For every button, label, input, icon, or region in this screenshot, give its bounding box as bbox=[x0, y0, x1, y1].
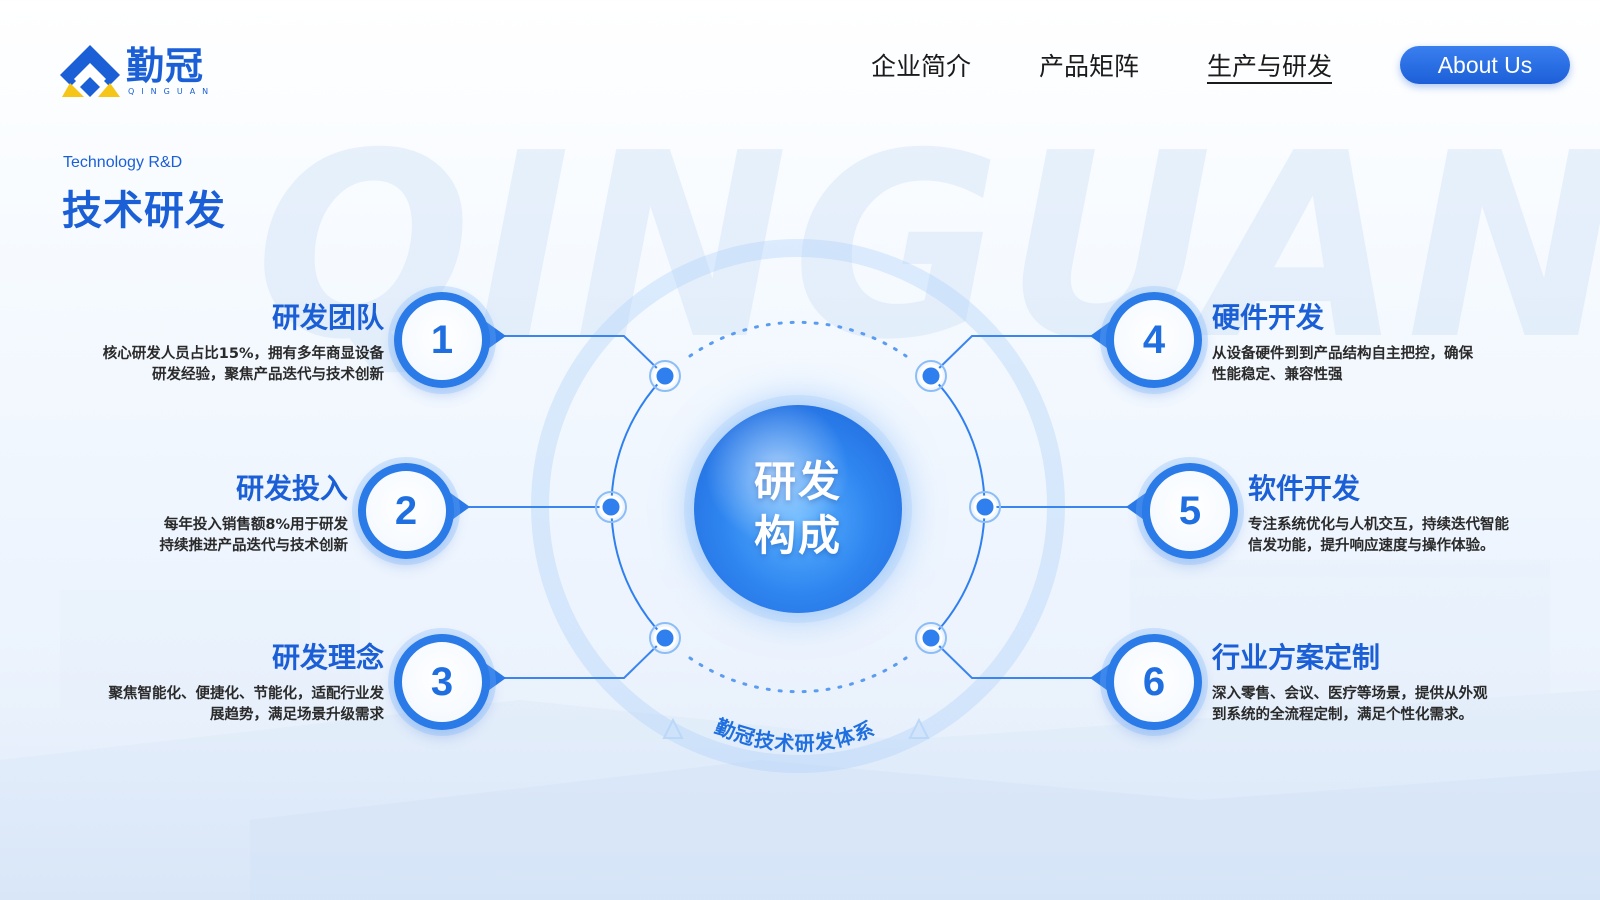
badge-6: 6 bbox=[1106, 634, 1202, 730]
item-title: 研发理念 bbox=[271, 641, 384, 674]
logo-subtitle: QINGUAN bbox=[128, 87, 216, 96]
item-description-line: 专注系统优化与人机交互，持续迭代智能 bbox=[1248, 517, 1509, 533]
rd-item-team: 研发团队 核心研发人员占比15%，拥有多年商显设备 研发经验，聚焦产品迭代与技术… bbox=[44, 300, 384, 386]
item-description-line: 每年投入销售额8%用于研发 bbox=[163, 517, 348, 533]
about-us-button[interactable]: About Us bbox=[1400, 46, 1570, 84]
logo-emblem-icon bbox=[60, 45, 120, 97]
badge-number: 1 bbox=[430, 317, 454, 362]
item-description: 专注系统优化与人机交互，持续迭代智能 信发功能，提升响应速度与操作体验。 bbox=[1248, 515, 1588, 557]
badge-4: 4 bbox=[1106, 292, 1202, 388]
rd-item-industry-solution: 行业方案定制 深入零售、会议、医疗等场景，提供从外观 到系统的全流程定制，满足个… bbox=[1212, 640, 1552, 726]
item-description: 核心研发人员占比15%，拥有多年商显设备 研发经验，聚焦产品迭代与技术创新 bbox=[44, 344, 384, 386]
logo-wordmark: 勤冠 bbox=[126, 44, 205, 88]
nav-item-company-intro[interactable]: 企业简介 bbox=[870, 52, 971, 81]
badge-2: 2 bbox=[358, 463, 454, 559]
item-description-line: 深入零售、会议、医疗等场景，提供从外观 bbox=[1212, 686, 1488, 702]
item-title: 研发团队 bbox=[271, 301, 384, 334]
badge-1: 1 bbox=[394, 292, 490, 388]
item-title: 硬件开发 bbox=[1212, 301, 1325, 334]
badge-5: 5 bbox=[1142, 463, 1238, 559]
item-description-line: 聚焦智能化、便捷化、节能化，适配行业发 bbox=[108, 686, 385, 702]
company-logo[interactable]: 勤冠 QINGUAN bbox=[58, 42, 215, 100]
item-description: 深入零售、会议、医疗等场景，提供从外观 到系统的全流程定制，满足个性化需求。 bbox=[1212, 684, 1552, 726]
item-title: 研发投入 bbox=[235, 472, 348, 505]
badge-number: 4 bbox=[1142, 317, 1166, 362]
rd-item-hardware: 硬件开发 从设备硬件到到产品结构自主把控，确保 性能稳定、兼容性强 bbox=[1212, 300, 1552, 386]
item-description-line: 到系统的全流程定制，满足个性化需求。 bbox=[1212, 707, 1473, 723]
item-description: 每年投入销售额8%用于研发 持续推进产品迭代与技术创新 bbox=[48, 515, 349, 557]
badge-3: 3 bbox=[394, 634, 490, 730]
badge-number: 6 bbox=[1142, 659, 1166, 704]
item-description-line: 性能稳定、兼容性强 bbox=[1212, 367, 1343, 383]
top-navigation: 企业简介 产品矩阵 生产与研发 About Us bbox=[871, 46, 1570, 84]
center-core-line-2: 构成 bbox=[753, 511, 842, 560]
item-description-line: 信发功能，提升响应速度与操作体验。 bbox=[1248, 538, 1495, 554]
item-description-line: 研发经验，聚焦产品迭代与技术创新 bbox=[152, 367, 384, 383]
rd-item-philosophy: 研发理念 聚焦智能化、便捷化、节能化，适配行业发 展趋势，满足场景升级需求 bbox=[44, 640, 385, 726]
item-description-line: 从设备硬件到到产品结构自主把控，确保 bbox=[1212, 346, 1473, 362]
item-description-line: 持续推进产品迭代与技术创新 bbox=[159, 538, 349, 554]
nav-item-production-rd[interactable]: 生产与研发 bbox=[1206, 52, 1332, 81]
rd-item-investment: 研发投入 每年投入销售额8%用于研发 持续推进产品迭代与技术创新 bbox=[48, 471, 349, 557]
section-subtitle: Technology R&D bbox=[63, 154, 183, 171]
badge-number: 3 bbox=[430, 659, 454, 704]
item-title: 行业方案定制 bbox=[1212, 641, 1381, 674]
item-description: 从设备硬件到到产品结构自主把控，确保 性能稳定、兼容性强 bbox=[1212, 344, 1552, 386]
badge-number: 2 bbox=[394, 488, 418, 533]
section-title: 技术研发 bbox=[62, 188, 226, 234]
nav-item-product-matrix[interactable]: 产品矩阵 bbox=[1038, 52, 1139, 81]
center-core-line-1: 研发 bbox=[753, 457, 842, 506]
item-title: 软件开发 bbox=[1248, 472, 1361, 505]
item-description-line: 展趋势，满足场景升级需求 bbox=[210, 707, 384, 723]
item-description: 聚焦智能化、便捷化、节能化，适配行业发 展趋势，满足场景升级需求 bbox=[44, 684, 385, 726]
badge-number: 5 bbox=[1178, 488, 1202, 533]
center-core: 研发 构成 bbox=[694, 405, 902, 613]
rd-item-software: 软件开发 专注系统优化与人机交互，持续迭代智能 信发功能，提升响应速度与操作体验… bbox=[1248, 471, 1588, 557]
item-description-line: 核心研发人员占比15%，拥有多年商显设备 bbox=[102, 346, 384, 362]
